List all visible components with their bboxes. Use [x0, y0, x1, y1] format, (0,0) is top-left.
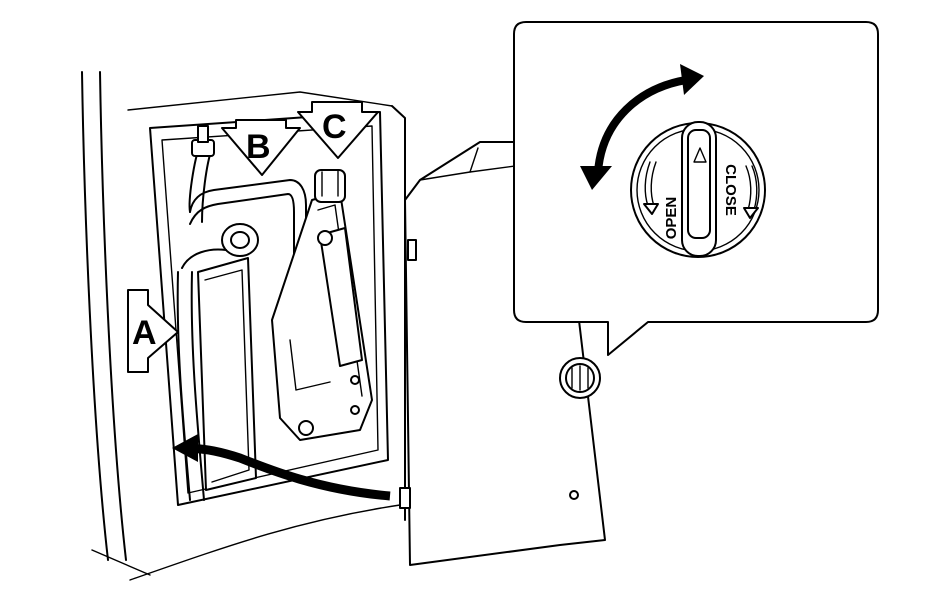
- callout-c-label: C: [322, 108, 347, 146]
- callout-b: B: [221, 119, 301, 176]
- open-label: OPEN: [663, 197, 680, 240]
- double-arrow-rotate-icon: [580, 64, 704, 190]
- close-arrow-icon: [743, 165, 759, 219]
- drain-knob[interactable]: [630, 121, 766, 258]
- close-label: CLOSE: [722, 164, 739, 216]
- curved-arrow-icon: [172, 434, 391, 501]
- hose-line: [176, 125, 307, 501]
- mount-bracket: [271, 169, 373, 441]
- close-indicator: CLOSE: [722, 164, 759, 219]
- callout-b-label: B: [246, 128, 271, 166]
- reservoir-tank: [197, 223, 259, 491]
- callout-c: C: [297, 101, 379, 159]
- open-indicator: OPEN: [643, 161, 680, 240]
- open-arrow-icon: [643, 161, 659, 215]
- callout-a-label: A: [132, 314, 157, 352]
- callout-a: A: [127, 289, 179, 373]
- body-panel: [81, 71, 406, 581]
